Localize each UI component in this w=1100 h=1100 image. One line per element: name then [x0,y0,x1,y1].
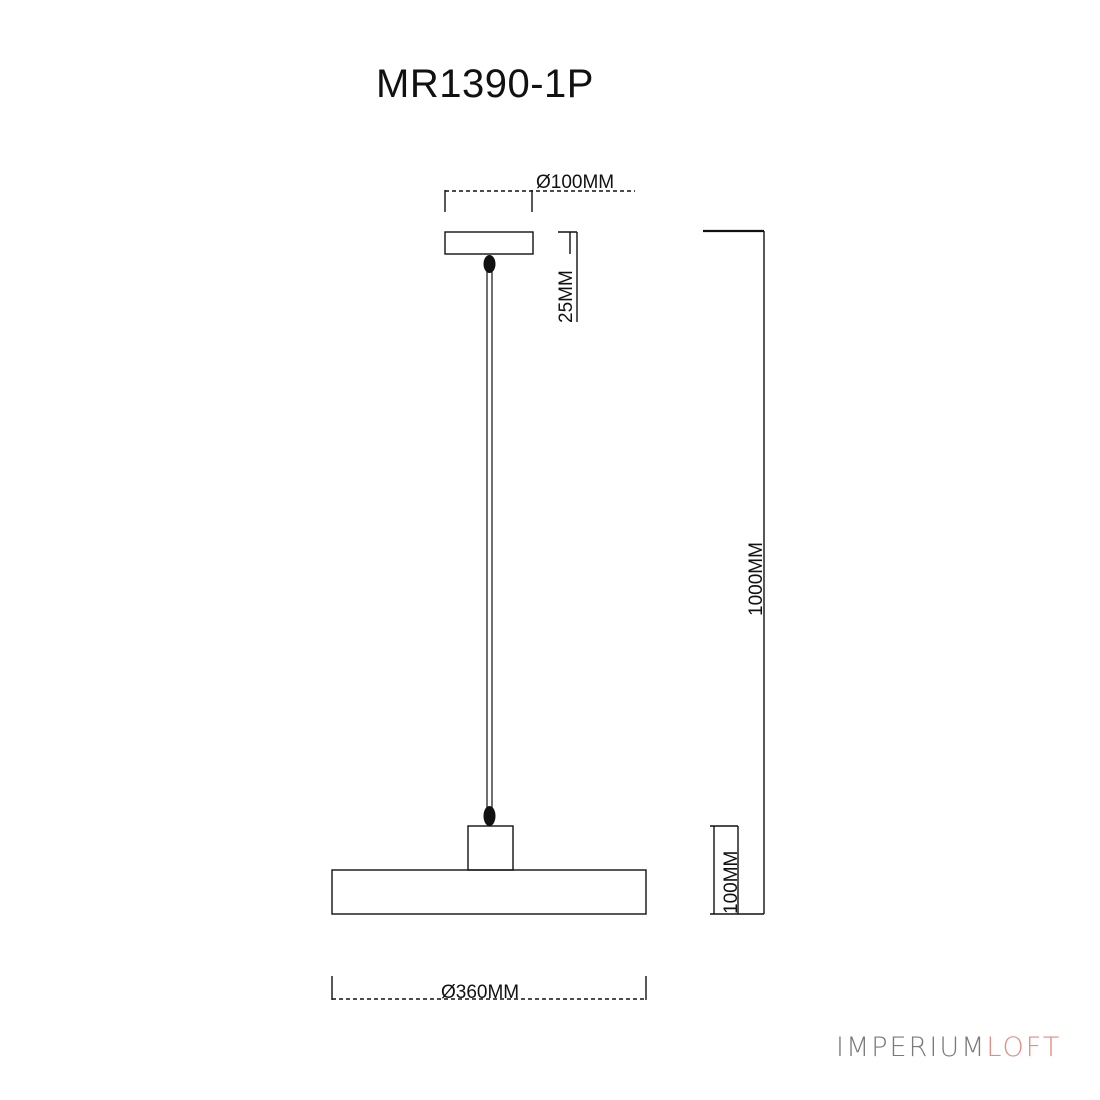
watermark-logo: IMPERIUMLOFT [836,1032,1061,1063]
shade-height-label: 100MM [721,851,742,914]
total-height-label: 1000MM [746,542,767,616]
canopy-height-label: 25MM [556,270,577,323]
watermark-part-2: LOFT [986,1032,1062,1063]
canopy [444,231,534,255]
lamp-shade [331,869,647,915]
canopy-diameter-label: Ø100MM [536,172,614,193]
top-connector [483,255,496,273]
model-title: MR1390-1P [376,62,594,106]
lamp-socket [467,825,514,871]
shade-diameter-label: Ø360MM [441,982,519,1003]
watermark-part-1: IMPERIUM [836,1032,987,1063]
bottom-connector [483,806,496,826]
